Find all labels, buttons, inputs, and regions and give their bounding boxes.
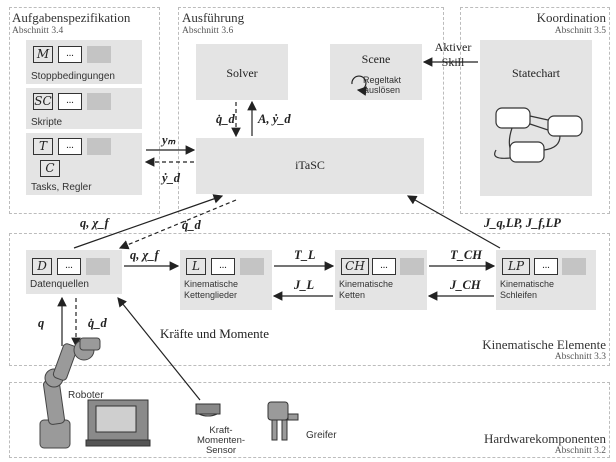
computer-illustration	[85, 399, 151, 447]
placeholder-box	[87, 138, 111, 155]
robot-label: Roboter	[68, 390, 104, 401]
math-q: q	[38, 316, 45, 330]
robot-illustration	[39, 337, 101, 449]
itasc-label: iTaSC	[295, 158, 325, 172]
hw-title: Hardwarekomponenten	[483, 431, 606, 446]
arrow-sensor-to-dq	[117, 297, 201, 401]
itasc-box[interactable]	[196, 138, 424, 194]
c-icon: C	[40, 160, 60, 177]
gripper-label: Greifer	[306, 430, 337, 441]
arrow-dq-to-itasc	[73, 194, 224, 249]
arrow-lp-to-itasc	[406, 195, 501, 249]
gripper-illustration	[267, 401, 299, 441]
scene-label: Scene	[361, 52, 391, 66]
coord-panel	[460, 7, 610, 214]
placeholder-box	[86, 258, 110, 275]
spec-panel	[9, 7, 160, 214]
placeholder-box	[240, 258, 264, 275]
cycle-icon	[351, 75, 367, 96]
math-ym: yₘ	[162, 133, 176, 147]
spec-label-tasks: Tasks, Regler	[31, 182, 92, 193]
node-label-kettenglieder: Kinematische Kettenglieder	[184, 279, 239, 300]
kin-title: Kinematische Elemente	[482, 337, 606, 352]
ellipsis-box: ...	[58, 138, 82, 155]
hw-section: Abschnitt 3.2	[554, 446, 606, 456]
coord-section: Abschnitt 3.5	[554, 26, 606, 36]
math-qchi-2: q, χ_f	[130, 248, 159, 262]
node-label-ketten: Kinematische Ketten	[339, 279, 394, 300]
ellipsis-box: ...	[372, 258, 396, 275]
placeholder-box	[87, 46, 111, 63]
statechart-label: Statechart	[512, 66, 560, 80]
d-icon: D	[32, 258, 52, 275]
statechart-diagram	[494, 107, 583, 163]
ellipsis-box: ...	[211, 258, 235, 275]
l-icon: L	[186, 258, 206, 275]
math-qchi: q, χ_f	[80, 216, 109, 230]
node-label-schleifen: Kinematische Schleifen	[500, 279, 555, 300]
lp-icon: LP	[502, 258, 530, 275]
spec-section: Abschnitt 3.4	[12, 26, 64, 36]
sc-icon: SC	[33, 93, 53, 110]
spec-title: Aufgabenspezifikation	[12, 10, 131, 25]
m-icon: M	[33, 46, 53, 63]
spec-label-skripte: Skripte	[31, 117, 63, 128]
hw-panel	[9, 382, 610, 458]
math-J-CH: J_CH	[450, 278, 481, 292]
ellipsis-box: ...	[58, 93, 82, 110]
solver-box[interactable]	[196, 44, 288, 100]
math-ydot: ẏ_d	[162, 171, 181, 185]
ellipsis-box: ...	[57, 258, 81, 275]
solver-label: Solver	[226, 66, 258, 80]
math-qdot-2: q̇_d	[182, 218, 201, 232]
exec-section: Abschnitt 3.6	[182, 26, 234, 36]
math-J-LP: J_q,LP, J_f,LP	[484, 216, 561, 230]
math-qdot-3: q̇_d	[88, 316, 107, 330]
scene-box[interactable]	[330, 44, 422, 100]
placeholder-box	[87, 93, 111, 110]
sensor-label: Kraft-Momenten-Sensor	[196, 425, 246, 456]
arrow-itasc-to-dq	[118, 199, 237, 250]
math-T-CH: T_CH	[450, 248, 482, 262]
kin-section: Abschnitt 3.3	[554, 352, 606, 362]
ellipsis-box: ...	[534, 258, 558, 275]
math-T-L: T_L	[294, 248, 316, 262]
exec-panel	[178, 7, 444, 214]
ellipsis-box: ...	[58, 46, 82, 63]
math-A: A, ẏ_d	[258, 112, 291, 126]
scene-sublabel: Regeltakt auslösen	[362, 75, 402, 95]
exec-title: Ausführung	[182, 10, 245, 25]
math-qdot: q̇_d	[216, 112, 235, 126]
placeholder-box	[400, 258, 424, 275]
node-label-datenquellen: Datenquellen	[30, 279, 89, 290]
kin-panel	[9, 233, 610, 366]
coord-title: Koordination	[536, 10, 606, 25]
ch-icon: CH	[341, 258, 369, 275]
math-J-L: J_L	[294, 278, 315, 292]
spec-label-stopp: Stoppbedingungen	[31, 71, 115, 82]
placeholder-box	[562, 258, 586, 275]
sensor-illustration	[195, 403, 221, 417]
t-icon: T	[33, 138, 53, 155]
forces-label: Kräfte und Momente	[160, 326, 270, 341]
